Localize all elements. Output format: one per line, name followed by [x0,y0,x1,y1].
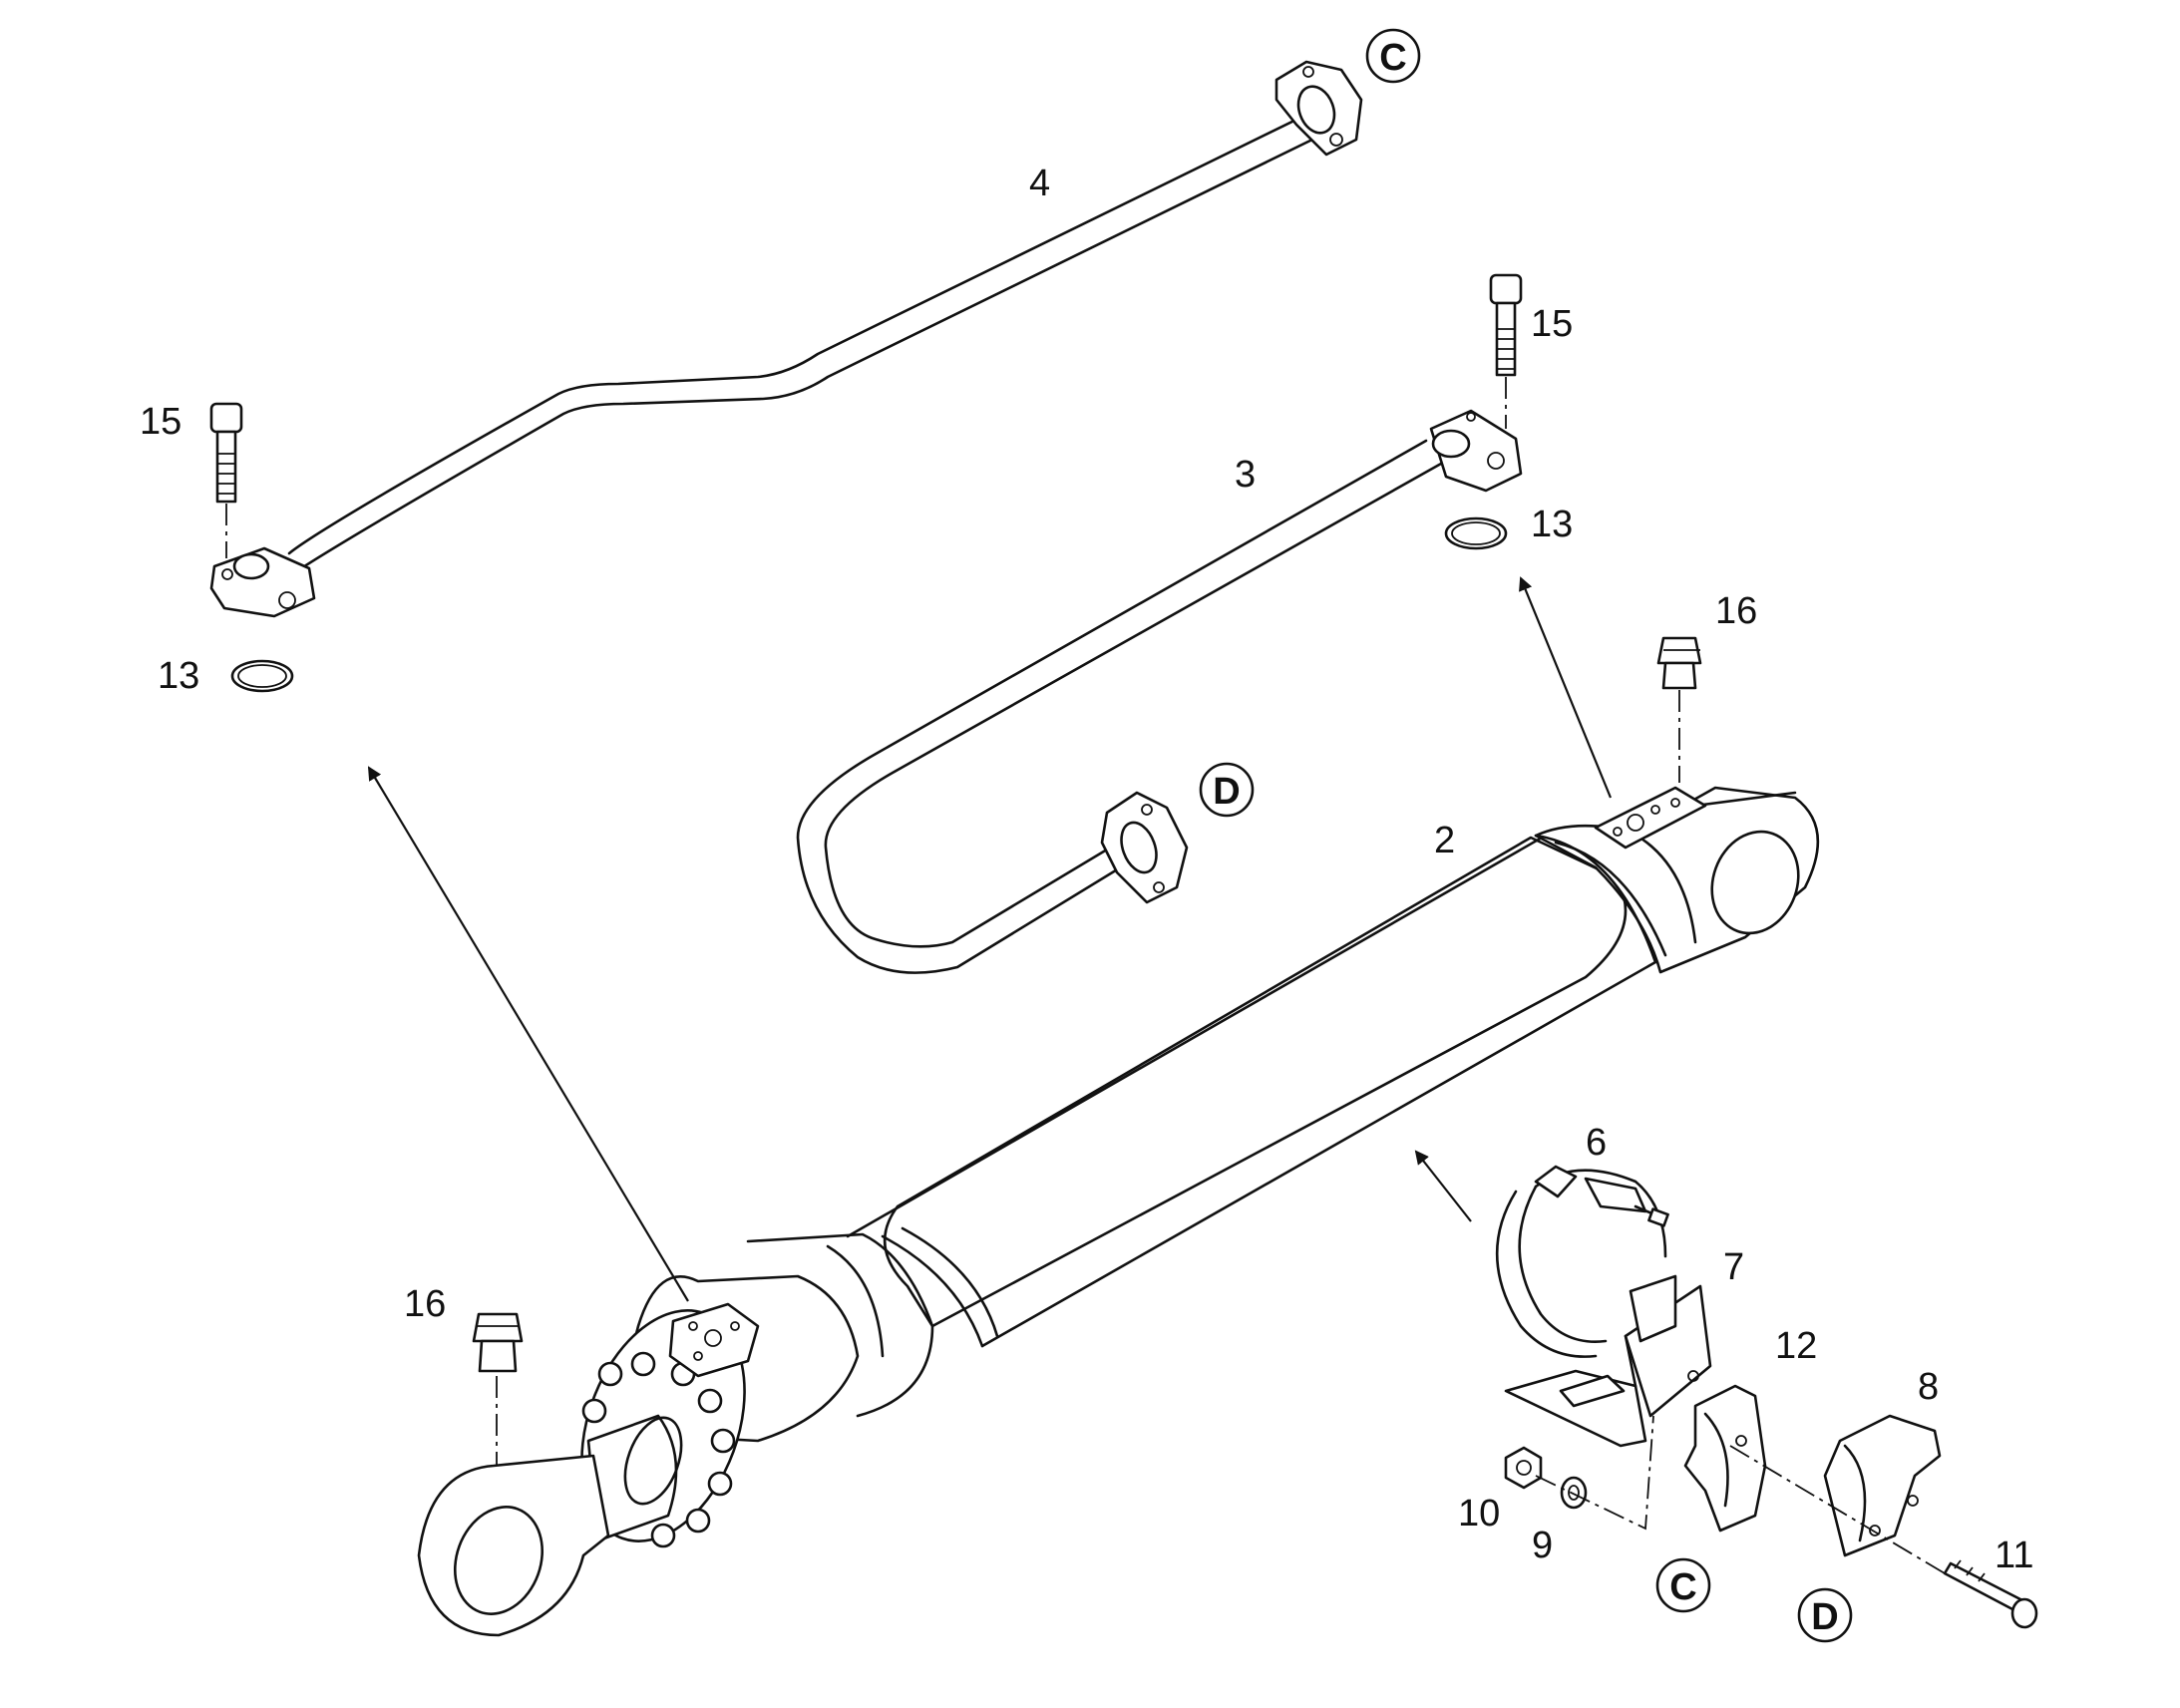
bolt-15-left [209,402,243,558]
callout-6: 6 [1586,1122,1607,1164]
ref-marker-d-bottom: D [1797,1587,1853,1643]
callout-13-right: 13 [1531,504,1573,545]
callout-9: 9 [1532,1525,1553,1566]
arrow-pipe4-to-cylinder [367,766,689,1302]
clamp-half-12 [1683,1384,1767,1533]
o-ring-13-right [1444,516,1508,550]
fastener-axis-c [1535,1415,1654,1531]
arrow-clamp-to-cylinder [1414,1150,1472,1222]
plug-16-right [1656,636,1702,783]
callout-2: 2 [1434,820,1455,861]
callout-15-left: 15 [140,401,182,443]
flange-bolts [581,1351,736,1548]
callout-8: 8 [1918,1366,1939,1408]
bolt-11 [1943,1559,2038,1629]
callout-15-right: 15 [1531,303,1573,345]
fastener-axis-d [1729,1445,1946,1574]
clamp-half-8 [1823,1414,1942,1557]
arrow-pipe3-to-cylinder [1519,576,1613,799]
plug-16-left [472,1312,524,1466]
svg-text:C: C [1379,37,1406,79]
callout-16-left: 16 [404,1283,446,1325]
callout-16-right: 16 [1715,590,1757,632]
svg-text:D: D [1213,771,1240,813]
callout-10: 10 [1458,1493,1500,1535]
bolt-15-right [1489,273,1523,429]
o-ring-13-left [230,659,294,693]
callout-3: 3 [1235,454,1256,496]
pipe-4 [209,60,1363,618]
callout-7: 7 [1723,1246,1744,1288]
hydraulic-cylinder [417,786,1820,1637]
pipe-3 [796,409,1523,974]
callout-4: 4 [1029,163,1050,204]
nut-10 [1504,1446,1543,1490]
svg-text:C: C [1669,1566,1696,1608]
svg-text:D: D [1811,1596,1838,1638]
ref-marker-c-top: C [1365,28,1421,84]
callout-11: 11 [1995,1535,2033,1576]
callout-12: 12 [1775,1325,1817,1367]
clamp-assembly [1495,1165,1712,1448]
callout-13-left: 13 [158,655,199,697]
ref-marker-c-bottom: C [1655,1557,1711,1613]
ref-marker-d-mid: D [1199,762,1255,818]
washer-9 [1560,1476,1588,1510]
